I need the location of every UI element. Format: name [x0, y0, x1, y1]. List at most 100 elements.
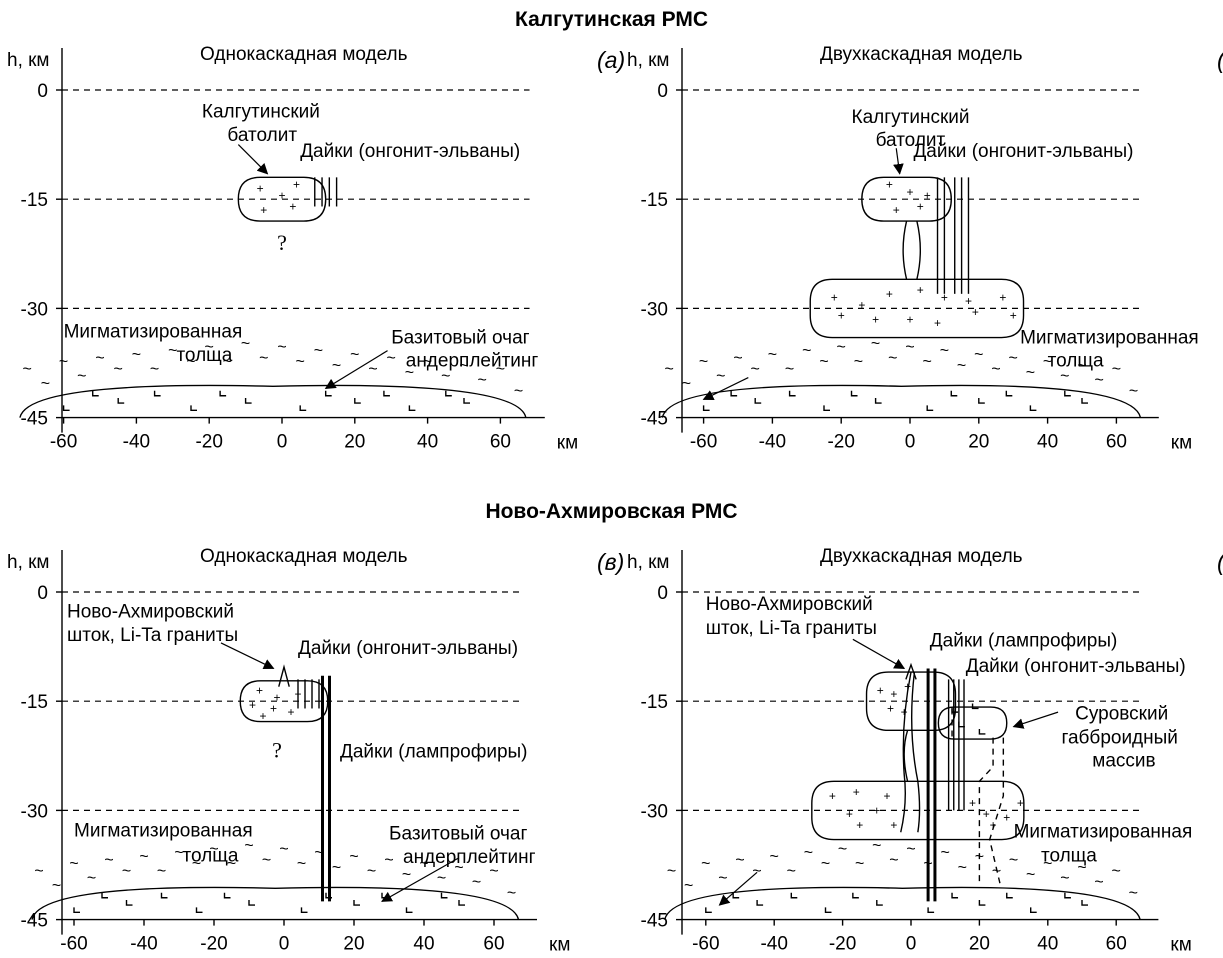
basite-symbol: [1081, 398, 1088, 404]
granite-symbol: +: [293, 178, 300, 192]
granite-symbol: +: [965, 294, 972, 308]
basite-symbol: [876, 900, 883, 906]
migmatite-wave: ~: [1077, 357, 1086, 374]
migmatite-wave: ~: [854, 354, 863, 371]
migmatite-wave: ~: [716, 368, 725, 385]
question-mark: ?: [272, 737, 282, 762]
basite-symbol: [219, 390, 227, 397]
model-title: Двухкаскадная модель: [820, 44, 1023, 65]
migmatite-wave: ~: [701, 856, 710, 873]
migmatite-wave: ~: [223, 354, 232, 371]
section-title-top: Калгутинская РМС: [515, 8, 708, 31]
basite-symbol: [92, 390, 99, 397]
migmatite-wave: ~: [855, 856, 864, 873]
migmatite-wave: ~: [871, 335, 880, 352]
migmatite-wave: ~: [1129, 383, 1138, 400]
feeder-channel: [916, 220, 922, 280]
migmatite-wave: ~: [332, 357, 341, 374]
x-tick-label: 60: [1106, 934, 1127, 955]
granite-symbol: +: [1003, 811, 1010, 825]
migmatite-wave: ~: [122, 863, 131, 880]
migmatite-wave: ~: [1009, 852, 1018, 869]
migmatite-wave: ~: [974, 346, 983, 363]
x-tick-label: 0: [906, 934, 917, 955]
migmatite-wave: ~: [244, 837, 253, 854]
y-tick-label: -15: [21, 692, 48, 713]
basite-symbol: [458, 900, 465, 906]
migmatite-wave: ~: [888, 350, 897, 367]
x-tick-label: 20: [343, 934, 364, 955]
basite-symbol: [1006, 892, 1013, 899]
gabbro-symbol: [978, 728, 986, 735]
migmatite-wave: ~: [367, 863, 376, 880]
migmatite-wave: ~: [59, 354, 68, 371]
granite-symbol: +: [856, 818, 863, 832]
migmatite-wave: ~: [872, 837, 881, 854]
migmatite-wave: ~: [1026, 867, 1035, 884]
migmatite-wave: ~: [437, 870, 446, 887]
basite-symbol: [381, 892, 388, 899]
migmatite-label: толща: [183, 845, 239, 866]
migmatite-wave: ~: [684, 877, 693, 894]
granite-symbol: +: [906, 185, 913, 199]
migmatite-wave: ~: [478, 372, 487, 389]
migmatite-label: Мигматизированная: [1020, 327, 1199, 348]
basite-symbol: [1064, 892, 1071, 899]
x-tick-label: -20: [195, 432, 222, 453]
y-tick-label: -30: [641, 801, 668, 822]
basite-symbol: [790, 892, 798, 899]
batholith-label: Калгутинский: [202, 102, 320, 123]
granite-symbol: +: [270, 701, 277, 715]
y-tick-label: 0: [657, 583, 668, 604]
granite-symbol: +: [890, 818, 897, 832]
x-tick-label: -40: [130, 934, 157, 955]
basite-symbol: [195, 907, 203, 914]
x-tick-label: 20: [968, 432, 989, 453]
granite-symbol: +: [278, 189, 285, 203]
migmatite-wave: ~: [940, 343, 949, 360]
migmatite-wave: ~: [132, 346, 141, 363]
migmatite-wave: ~: [821, 856, 830, 873]
granite-symbol: +: [906, 312, 913, 326]
basite-symbol: [852, 892, 859, 899]
gabbro-dashed-outline: [988, 737, 1005, 884]
migmatite-wave: ~: [441, 368, 450, 385]
migmatite-wave: ~: [419, 856, 428, 873]
model-title: Однокаскадная модель: [200, 44, 408, 65]
gabbro-arrow: [1012, 711, 1059, 729]
basite-symbol: [927, 907, 935, 914]
stock-arrow: [852, 638, 906, 669]
migmatite-wave: ~: [297, 856, 306, 873]
migmatite-wave: ~: [332, 859, 341, 876]
dikes-label: Дайки (онгонит-эльваны): [913, 141, 1133, 162]
basite-symbol: [354, 398, 361, 404]
granite-symbol: +: [969, 796, 976, 810]
migmatite-wave: ~: [186, 354, 195, 371]
basite-symbol: [824, 907, 832, 914]
granite-symbol: +: [249, 698, 256, 712]
x-tick-label: -60: [690, 432, 717, 453]
basite-underplating-body: [661, 384, 1142, 418]
basite-symbol: [300, 907, 308, 914]
panel-letter: (в): [597, 549, 624, 575]
x-tick-label: -20: [829, 934, 856, 955]
basite-symbol: [978, 900, 986, 906]
migmatite-wave: ~: [368, 361, 377, 378]
migmatite-wave: ~: [1009, 350, 1018, 367]
panel-letter: (а): [597, 47, 625, 73]
batholith-arrow: [237, 144, 269, 175]
granite-symbol: +: [924, 189, 931, 203]
gabbro-symbol: [951, 707, 959, 713]
y-tick-label: -30: [641, 299, 668, 320]
basite-symbol: [1005, 390, 1013, 397]
batholith-label: батолит: [227, 125, 297, 146]
migmatite-label: толща: [176, 345, 232, 366]
granite-symbol: +: [890, 687, 897, 701]
migmatite-wave: ~: [958, 859, 967, 876]
migmatite-wave: ~: [838, 841, 847, 858]
migmatite-wave: ~: [1043, 354, 1052, 371]
dikes-ongonite-label: Дайки (онгонит-эльваны): [966, 656, 1186, 677]
basite-symbol: [299, 405, 307, 412]
x-tick-label: 20: [969, 934, 990, 955]
granite-symbol: +: [829, 789, 836, 803]
